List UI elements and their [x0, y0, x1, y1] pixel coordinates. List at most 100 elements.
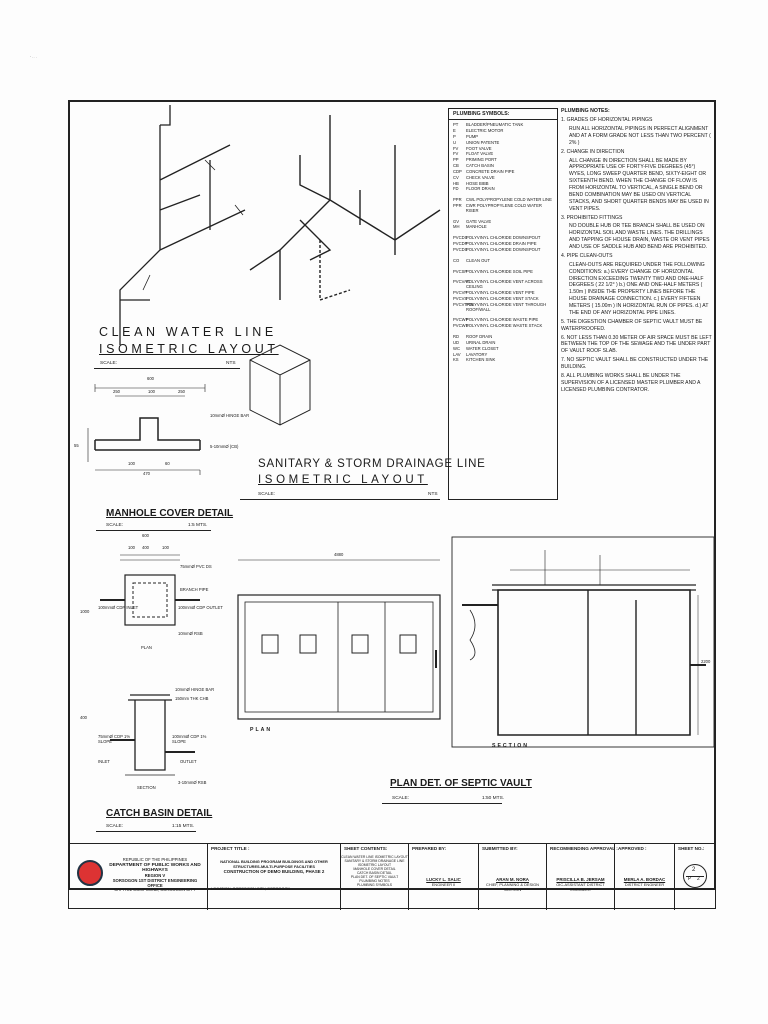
symbol-code: GV	[453, 218, 460, 224]
symbol-code: U	[453, 139, 457, 145]
symbol-description: HOSE BIBB	[466, 180, 489, 186]
symbol-description: PRIMING PORT	[466, 157, 497, 163]
plumbing-note: 5. THE DIGESTION CHAMBER OF SEPTIC VAULT…	[561, 318, 703, 332]
plumbing-note: 4. PIPE CLEAN-OUTS	[561, 252, 613, 259]
plumbing-note: ALL CHANGE IN DIRECTION SHALL BE MADE BY…	[569, 157, 709, 212]
clean-water-scale-label: SCALE:	[100, 361, 118, 366]
symbol-description: URINAL DRAIN	[466, 339, 496, 345]
dpwh-logo-icon	[77, 860, 103, 886]
symbol-description: POLYVINYL CHLORIDE VENT THROUGH ROOF/WAL…	[466, 301, 547, 312]
symbol-code: FD	[453, 186, 459, 192]
catch-basin-callout: 75mmØ CDP 1% SLOPE	[98, 734, 131, 744]
symbol-description: CHECK VALVE	[466, 174, 495, 180]
plumbing-notes-list: 1. GRADES OF HORIZONTAL PIPINGS RUN ALL H…	[561, 117, 713, 393]
plumbing-notes-panel: PLUMBING NOTES: 1. GRADES OF HORIZONTAL …	[561, 108, 713, 396]
plumbing-notes-title: PLUMBING NOTES:	[561, 108, 610, 114]
symbol-code: PVCDS	[453, 246, 468, 252]
sanitary-title: SANITARY & STORM DRAINAGE LINE	[258, 458, 486, 470]
catch-basin-dimension: 400	[142, 545, 149, 550]
recommending-cell: RECOMMENDING APPROVAL : PRISCILLA B. JER…	[546, 844, 618, 910]
drawing-sheet	[68, 100, 716, 890]
symbol-description: ELECTRIC MOTOR	[466, 128, 504, 134]
symbol-description: POLYVINYL CHLORIDE DRAIN PIPE	[466, 241, 537, 247]
symbol-code: CV	[453, 174, 459, 180]
catch-basin-section-label: SECTION	[137, 785, 156, 790]
plumbing-note: RUN ALL HORIZONTAL PIPINGS IN PERFECT AL…	[569, 126, 711, 146]
manhole-callout: 10mmØ HINGE BAR	[210, 413, 250, 418]
symbol-description: LAVATORY	[466, 351, 488, 357]
symbol-description: WATER CLOSET	[466, 345, 499, 351]
prepared-cell: PREPARED BY: LUCKY L. SALIC ENGINEER II	[408, 844, 478, 910]
symbol-description: POLYVINYL CHLORIDE WASTE PIPE	[466, 317, 539, 323]
sheet-no-circle: 2 P 2	[683, 864, 707, 888]
symbol-description: UNION PATENTE	[466, 139, 500, 145]
manhole-dimension: 55	[74, 443, 79, 448]
symbol-code: PVCWS	[453, 323, 469, 329]
symbol-description: CONCRETE DRAIN PIPE	[466, 168, 515, 174]
plumbing-note: 6. NOT LESS THAN 0.30 METER OF AIR SPACE…	[561, 334, 712, 355]
plumbing-note: 1. GRADES OF HORIZONTAL PIPINGS	[561, 117, 653, 124]
catch-basin-callout: 150mm THK CHB	[175, 696, 209, 701]
prepared-label: PREPARED BY:	[412, 846, 447, 851]
catch-basin-scale-value: 1:15 MTS.	[172, 824, 195, 829]
sheet-content-item: CLEAN WATER LINE ISOMETRIC LAYOUT	[341, 855, 408, 859]
manhole-dimension: 60	[165, 461, 170, 466]
symbol-code: PVCVAC	[453, 279, 470, 285]
symbol-description: BLADDER/PNEUMATIC TANK	[466, 122, 524, 128]
manhole-scale-value: 1:5 MTS.	[188, 523, 208, 528]
agency-line-1: REPUBLIC OF THE PHILIPPINES	[122, 857, 188, 862]
symbol-description: POLYVINYL CHLORIDE DOWNSPOUT	[466, 235, 541, 241]
catch-basin-scale-label: SCALE:	[106, 824, 124, 829]
symbol-code: PT	[453, 122, 459, 128]
symbol-code: PVCSP	[453, 268, 468, 274]
symbol-code: CB	[453, 163, 459, 169]
project-title-line-1: NATIONAL BUILDING PROGRAM BUILDINGS AND …	[220, 859, 328, 864]
symbol-code: FV	[453, 145, 459, 151]
clean-water-title: CLEAN WATER LINE	[99, 325, 277, 339]
symbol-description: KITCHEN SINK	[466, 357, 496, 363]
agency-line-5: CAPITOL COMPOUND, SORSOGON CITY	[114, 887, 196, 893]
symbol-description: FLOOR DRAIN	[466, 186, 495, 192]
symbol-code: LAV	[453, 351, 461, 357]
symbol-description: CWL POLYPROPYLENE COLD WATER LINE	[466, 197, 552, 203]
sanitary-scale-value: NTS	[428, 492, 438, 497]
symbol-code: P	[453, 133, 456, 139]
septic-scale-value: 1:50 MTS.	[482, 796, 505, 801]
catch-basin-callout: INLET	[98, 759, 110, 764]
sanitary-subtitle: ISOMETRIC LAYOUT	[258, 474, 428, 486]
catch-basin-callout: 10mmØ HINGE BAR	[175, 687, 215, 692]
project-title-line-2: STRUCTURES-MULTI-PURPOSE FACILITIES	[233, 864, 315, 869]
submitted-role: CHIEF, PLANNING & DESIGN SECTION	[486, 882, 539, 892]
symbol-description: CLEAN OUT	[466, 257, 490, 263]
symbol-row: FD FLOOR DRAIN	[453, 187, 553, 192]
catch-basin-callout: 100mmØ CDP INLET	[98, 605, 139, 610]
prepared-role: ENGINEER II	[431, 882, 456, 887]
symbol-code: FV	[453, 151, 459, 157]
sheet-content-item: CATCH BASIN DETAIL	[356, 871, 393, 875]
catch-basin-dimension: 100	[162, 545, 169, 550]
symbol-description: GATE VALVE	[466, 218, 492, 224]
plumbing-note: NO DOUBLE HUB OR TEE BRANCH SHALL BE USE…	[569, 223, 710, 251]
symbol-code: PPR	[453, 197, 462, 203]
catch-basin-callout: BRANCH PIPE	[180, 587, 209, 592]
symbol-description: POLYVINYL CHLORIDE DOWNSPOUT	[466, 246, 541, 252]
catch-basin-callout: OUTLET	[180, 759, 197, 764]
title-block: REPUBLIC OF THE PHILIPPINES DEPARTMENT O…	[68, 843, 716, 910]
symbol-description: POLYVINYL CHLORIDE VENT ACROSS CEILING	[466, 279, 543, 290]
